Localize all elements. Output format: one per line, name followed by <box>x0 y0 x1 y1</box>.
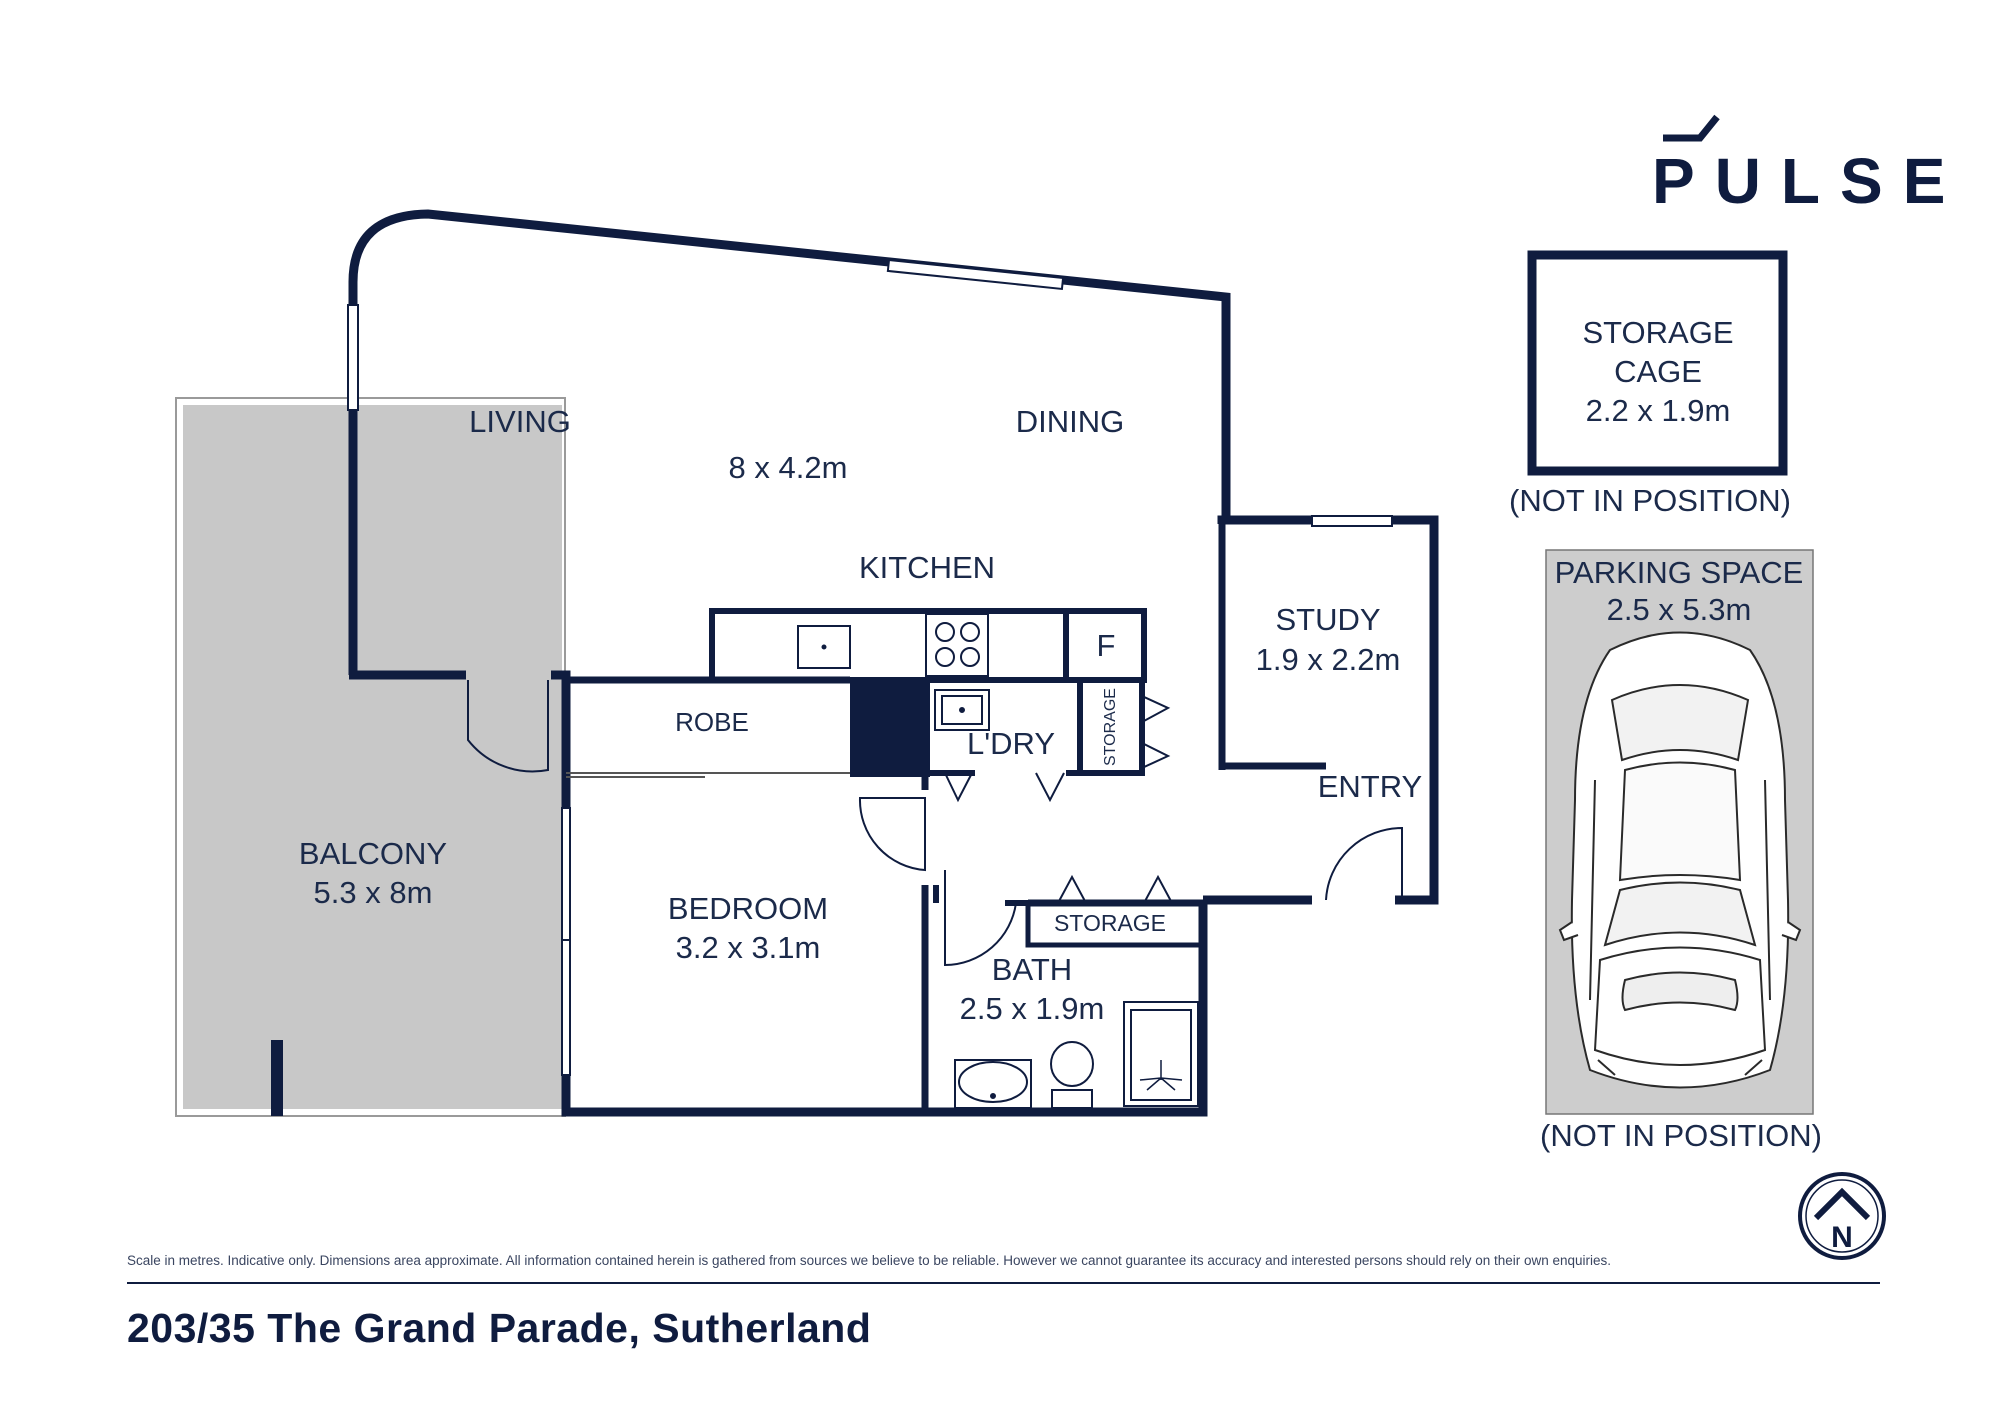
room-dining-label: DINING <box>1016 404 1125 439</box>
room-robe-label: ROBE <box>675 707 749 737</box>
study-size: 1.9 x 2.2m <box>1256 642 1401 677</box>
room-storage-vertical-label: STORAGE <box>1102 688 1119 766</box>
parking-space: PARKING SPACE 2.5 x 5.3m (NOT IN POSITIO… <box>1540 549 1822 1153</box>
storage-cage-line1: STORAGE <box>1582 315 1733 350</box>
storage-cage-note: (NOT IN POSITION) <box>1509 483 1791 518</box>
balcony-size: 5.3 x 8m <box>314 875 433 910</box>
room-living-label: LIVING <box>469 404 571 439</box>
footer-divider <box>127 1282 1880 1284</box>
room-storage-bath-label: STORAGE <box>1054 910 1166 936</box>
toilet-icon <box>1050 1041 1094 1087</box>
room-balcony-label: BALCONY <box>299 836 447 871</box>
bath-size: 2.5 x 1.9m <box>960 991 1105 1026</box>
room-bath-label: BATH <box>992 952 1072 987</box>
north-arrow-icon: N <box>1798 1172 1886 1260</box>
room-kitchen-label: KITCHEN <box>859 550 995 585</box>
property-address: 203/35 The Grand Parade, Sutherland <box>127 1305 872 1351</box>
car-icon <box>1558 631 1802 1089</box>
storage-cage-line2: CAGE <box>1614 354 1702 389</box>
bedroom-size: 3.2 x 3.1m <box>676 930 821 965</box>
parking-size: 2.5 x 5.3m <box>1607 592 1752 627</box>
bath-fixtures <box>954 1001 1199 1109</box>
room-study-label: STUDY <box>1275 602 1380 637</box>
doors <box>467 680 1403 967</box>
kitchen-bench <box>709 608 1147 683</box>
living-dining-size: 8 x 4.2m <box>729 450 848 485</box>
shower-icon <box>1123 1001 1199 1107</box>
room-laundry-label: L'DRY <box>967 726 1055 761</box>
windows <box>347 258 1393 1076</box>
fridge-label: F <box>1097 628 1116 663</box>
balcony-post <box>271 1040 283 1116</box>
disclaimer-text: Scale in metres. Indicative only. Dimens… <box>127 1253 1612 1268</box>
brand-name: PULSE <box>1652 145 1965 217</box>
balcony-area <box>175 397 566 1117</box>
laundry-tub <box>934 689 990 731</box>
room-bedroom-label: BEDROOM <box>668 891 828 926</box>
room-entry-label: ENTRY <box>1318 769 1423 804</box>
parking-title: PARKING SPACE <box>1555 555 1804 590</box>
compass-letter: N <box>1831 1221 1853 1254</box>
robe-column <box>850 680 930 777</box>
parking-note: (NOT IN POSITION) <box>1540 1118 1822 1153</box>
storage-cage-size: 2.2 x 1.9m <box>1586 393 1731 428</box>
brand-logo: PULSE <box>1652 114 1965 217</box>
storage-cage: STORAGE CAGE 2.2 x 1.9m (NOT IN POSITION… <box>1509 250 1791 518</box>
